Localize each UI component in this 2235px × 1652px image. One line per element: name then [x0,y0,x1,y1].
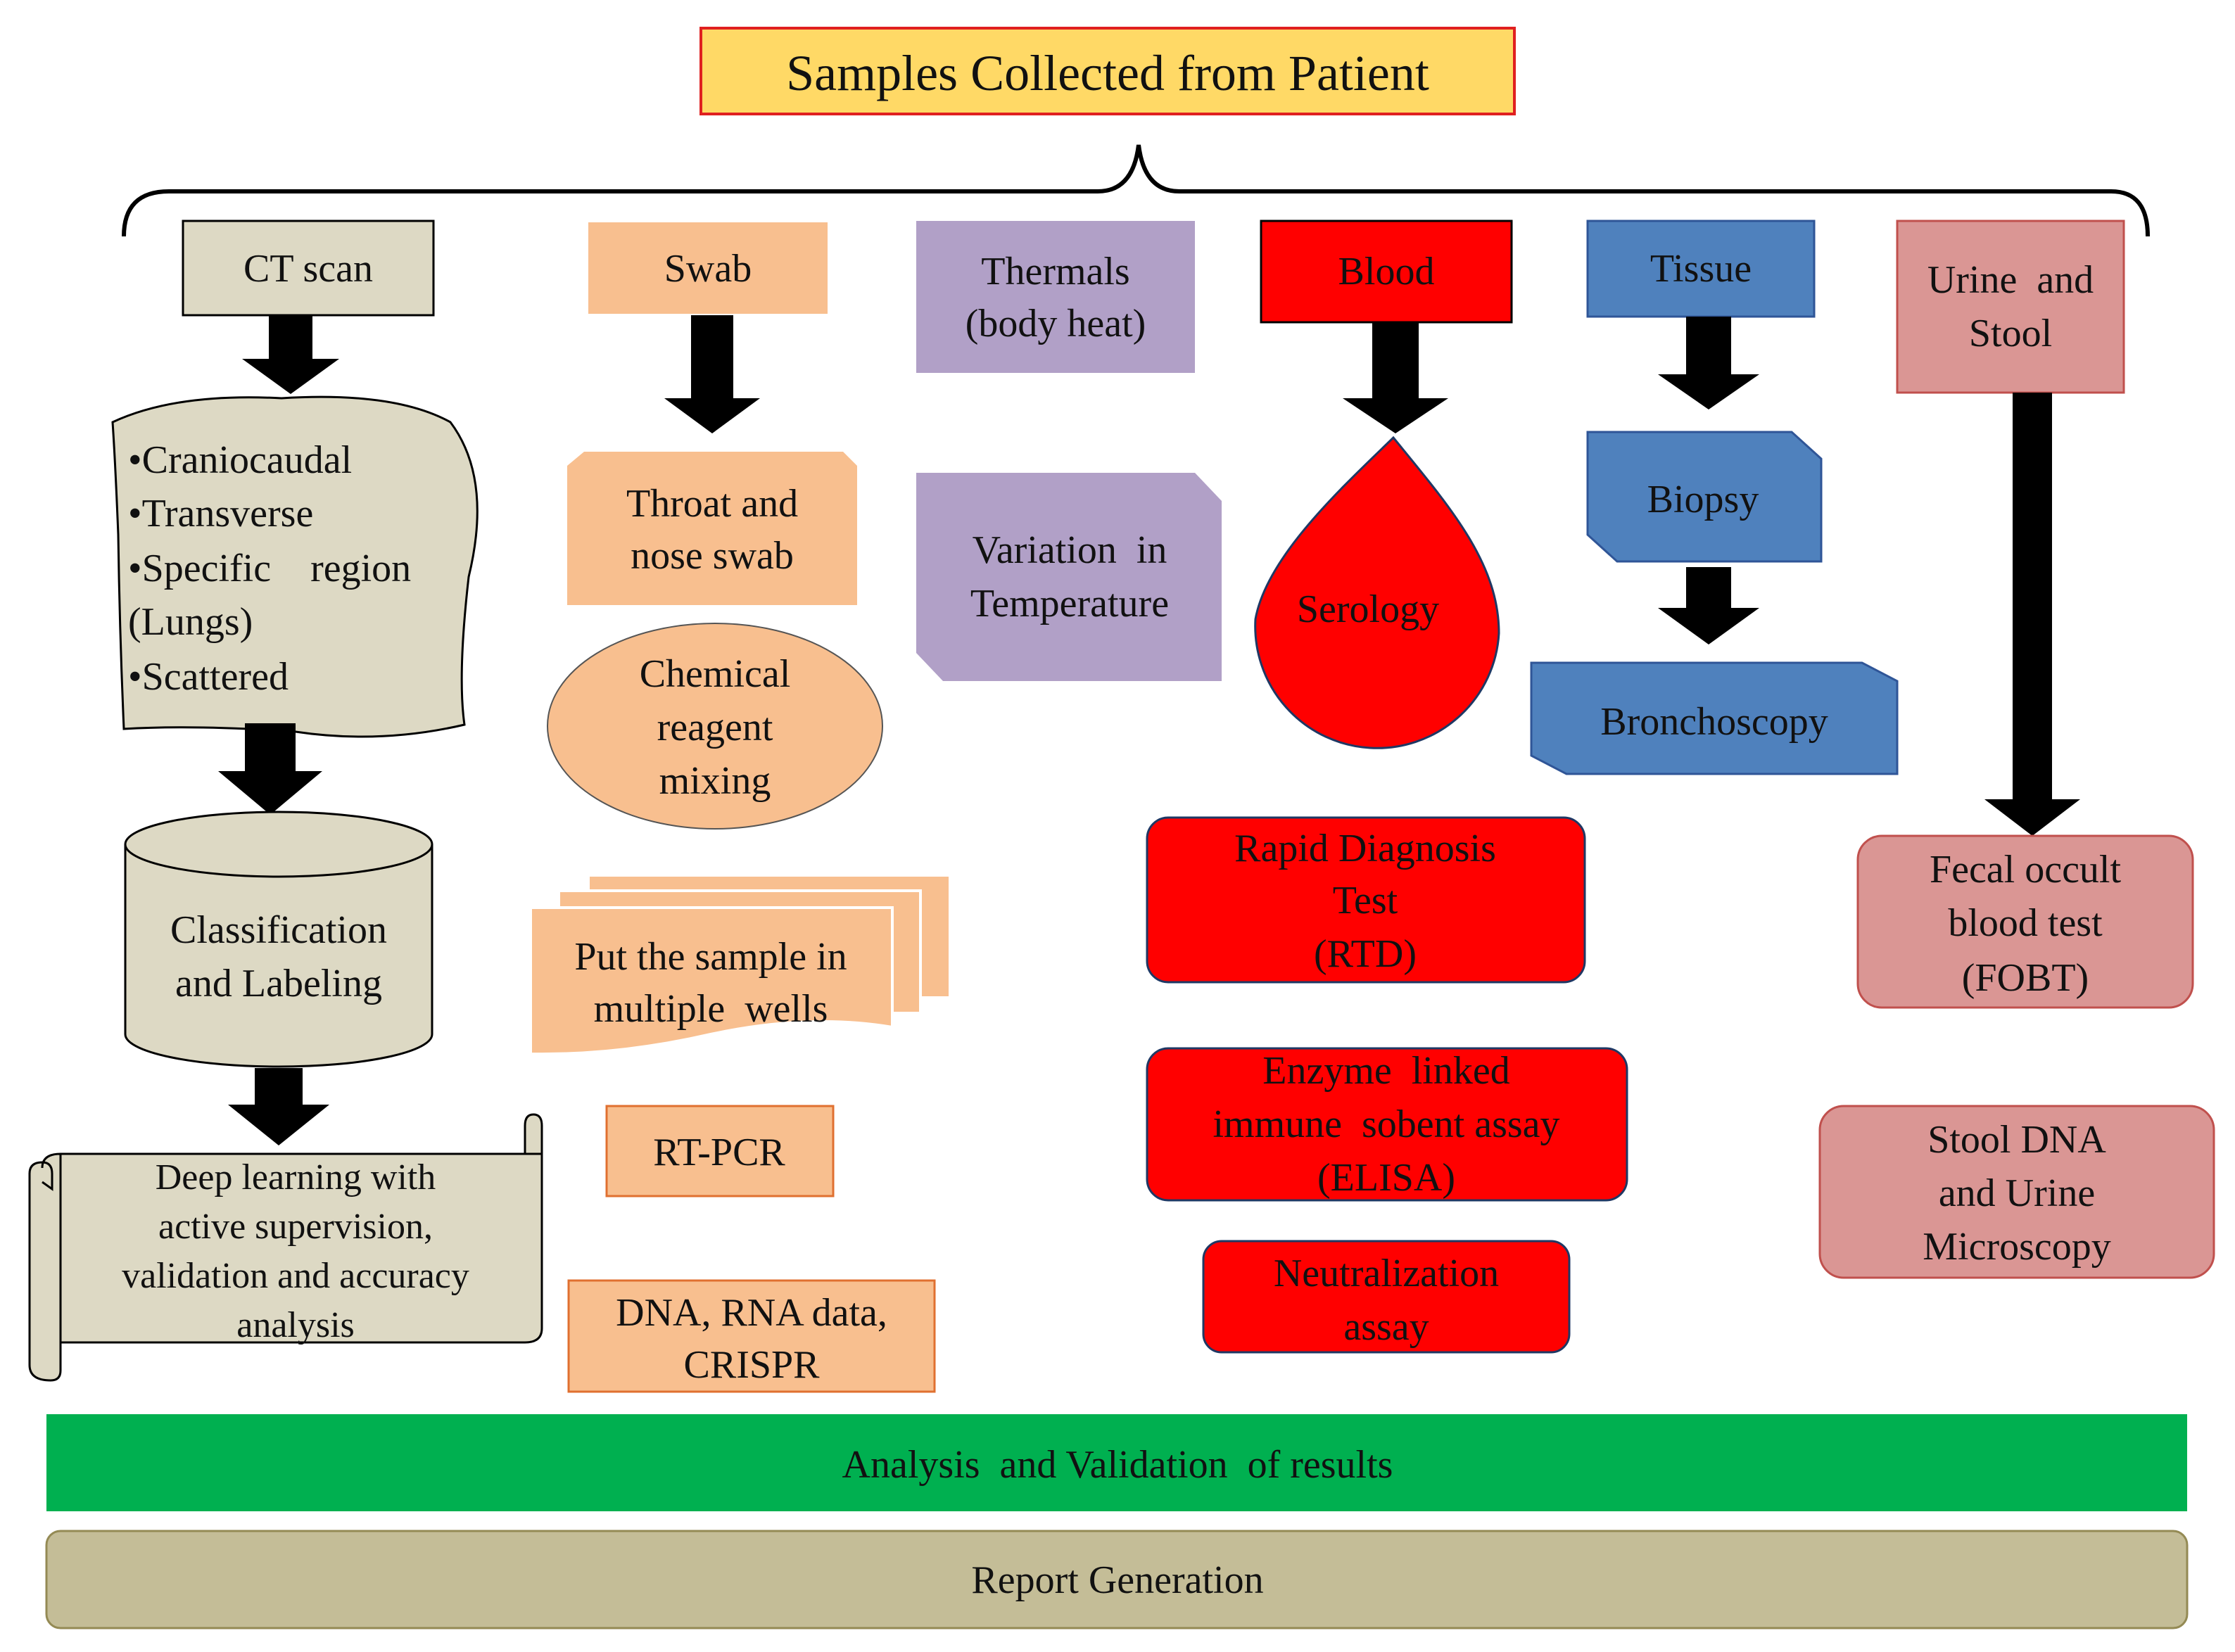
throat-swab-shape [567,452,857,605]
urine-stool-header [1896,220,2125,394]
arrow-ct-to-bullets [242,315,339,394]
wells-line-2: multiple wells [594,987,828,1031]
deep-learning-scroll: Deep learning with active supervision, v… [28,1113,543,1382]
stool-dna-line-2: and Urine [1939,1171,2095,1215]
arrow-swab-to-throat [664,315,760,433]
title-box: Samples Collected from Patient [699,27,1516,115]
ct-bullet-3: •Specific region [128,547,411,590]
thermals-line-1: Thermals [981,250,1129,293]
fobt-box [1856,834,2194,1009]
elisa-box [1146,1047,1628,1202]
fobt-line-3: (FOBT) [1962,956,2089,1000]
rdt-line-2: Test [1333,879,1398,922]
rdt-line-3: (RTD) [1314,932,1417,976]
neutralization-line-1: Neutralization [1274,1252,1499,1295]
stool-dna-line-1: Stool DNA [1927,1118,2106,1162]
serology-drop [1254,436,1500,749]
ct-bullets-scroll [111,395,479,738]
thermals-line-2: (body heat) [965,302,1146,345]
deep-learning-line-3: validation and accuracy [122,1256,469,1296]
report-bar [45,1530,2189,1629]
elisa-line-1: Enzyme linked [1262,1049,1509,1093]
neutralization-box [1202,1240,1571,1354]
variation-line-1: Variation in [973,528,1167,572]
wells-line-1: Put the sample in [574,935,847,979]
bronchoscopy-shape [1530,661,1899,775]
chemical-line-2: reagent [657,706,773,749]
arrow-urine-to-fobt [1984,393,2080,836]
tissue-header [1586,220,1816,318]
arrow-bullets-to-classification [218,723,322,815]
urine-stool-line-1: Urine and [1927,258,2094,302]
rt-pcr-box [605,1105,835,1197]
blood-header [1260,220,1513,324]
deep-learning-line-1: Deep learning with [156,1157,436,1197]
chemical-line-3: mixing [659,759,771,803]
analysis-bar [46,1414,2187,1511]
analysis-text: Analysis and Validation of results [842,1443,1393,1487]
thermals-header [916,221,1195,373]
swab-column: Swab Throat and nose swab Chemical reage… [529,222,951,1393]
stool-dna-line-3: Microscopy [1923,1225,2111,1269]
urine-stool-column: Urine and Stool Fecal occult blood test … [1818,220,2215,1279]
ct-scan-header-text: CT scan [243,247,373,291]
grouping-brace [122,144,2150,237]
neutralization-line-2: assay [1343,1305,1429,1349]
fobt-line-2: blood test [1948,901,2103,945]
dna-rna-line-1: DNA, RNA data, [616,1291,887,1335]
ct-bullet-5: •Scattered [128,655,289,699]
tissue-header-text: Tissue [1650,247,1752,291]
stool-dna-box [1818,1105,2215,1279]
elisa-line-2: immune sobent assay [1213,1103,1559,1146]
multiple-wells-stack: Put the sample in multiple wells [529,874,951,1056]
chemical-reagent-ellipse [547,623,883,830]
variation-shape [916,473,1222,681]
ct-scan-header [182,220,435,317]
report-text: Report Generation [971,1558,1263,1602]
blood-header-text: Blood [1338,250,1435,293]
throat-swab-line-2: nose swab [631,534,794,578]
thermal-column: Thermals (body heat) Variation in Temper… [916,221,1222,681]
rdt-line-1: Rapid Diagnosis [1234,827,1496,870]
deep-learning-line-2: active supervision, [158,1207,433,1247]
fobt-line-1: Fecal occult [1930,848,2122,891]
swab-header [588,222,828,314]
arrow-classification-to-deep-learning [228,1068,329,1145]
swab-header-text: Swab [664,247,752,291]
throat-swab-line-1: Throat and [626,482,798,526]
deep-learning-line-4: analysis [236,1305,355,1345]
tissue-column: Tissue Biopsy Bronchoscopy [1530,220,1899,775]
dna-rna-box [567,1279,936,1393]
rt-pcr-text: RT-PCR [653,1131,785,1174]
title-box-shape [699,27,1516,115]
blood-column: Blood Serology Rapid Diagnosis Test (RTD… [1146,220,1628,1354]
serology-text: Serology [1297,587,1439,631]
classification-line-2: and Labeling [175,962,382,1005]
ct-bullet-1: •Craniocaudal [128,438,352,482]
rdt-box [1146,816,1586,984]
biopsy-shape [1586,431,1823,563]
chemical-line-1: Chemical [640,652,791,696]
urine-stool-line-2: Stool [1969,312,2052,355]
arrow-biopsy-to-bronchoscopy [1658,567,1759,644]
ct-bullet-4: (Lungs) [128,600,253,644]
title-text: Samples Collected from Patient [786,45,1429,101]
arrow-tissue-to-biopsy [1658,317,1759,409]
classification-cylinder: Classification and Labeling [124,811,433,1068]
elisa-line-3: (ELISA) [1317,1156,1455,1200]
classification-line-1: Classification [170,908,387,952]
variation-line-2: Temperature [970,582,1169,625]
arrow-blood-to-serology [1343,322,1448,433]
bronchoscopy-text: Bronchoscopy [1600,700,1828,744]
ct-scan-column: CT scan •Craniocaudal •Transverse •Speci… [28,220,543,1382]
biopsy-text: Biopsy [1647,478,1759,521]
dna-rna-line-2: CRISPR [684,1343,821,1387]
ct-bullet-2: •Transverse [128,492,313,535]
